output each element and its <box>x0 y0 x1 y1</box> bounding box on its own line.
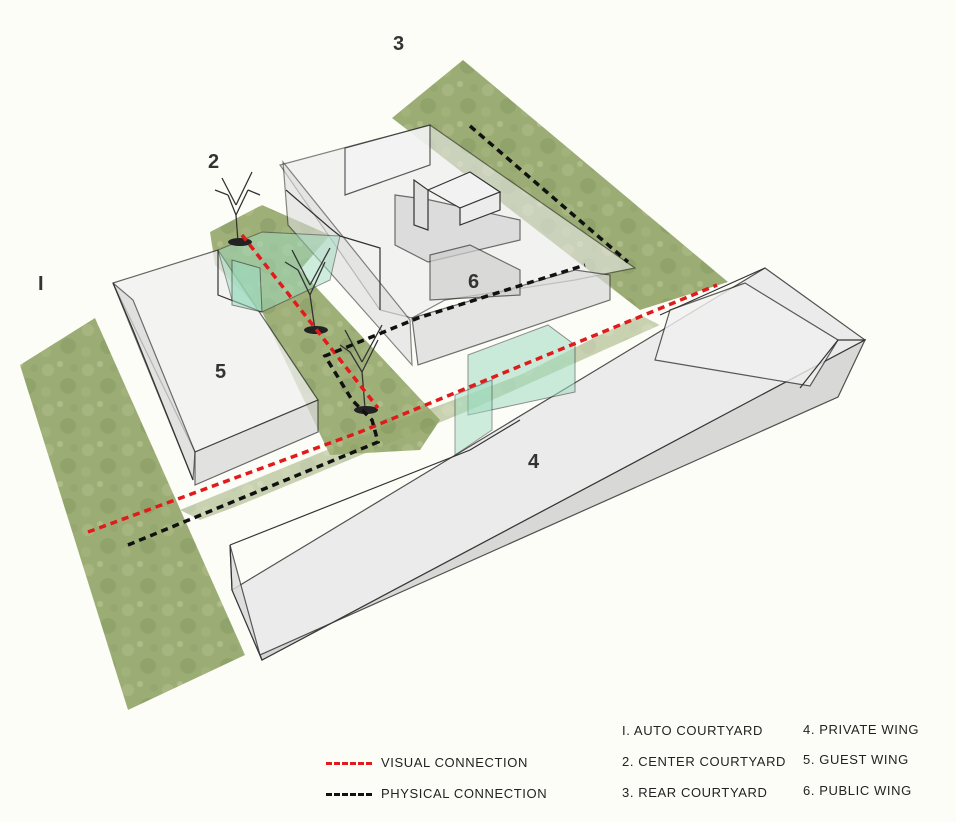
visual-connection-swatch <box>326 762 372 765</box>
key-item-rear-courtyard: 3. REAR COURTYARD <box>622 785 768 800</box>
key-item-guest-wing: 5. GUEST WING <box>803 752 909 767</box>
visual-connection-lines <box>87 233 718 534</box>
public-wing-volume <box>279 124 637 367</box>
physical-connection-label: PHYSICAL CONNECTION <box>381 786 548 801</box>
key-item-public-wing: 6. PUBLIC WING <box>803 783 912 798</box>
tree-1 <box>214 171 261 243</box>
public-wing-label: 6 <box>468 271 479 293</box>
tree-3 <box>339 324 383 409</box>
rear-courtyard-label: 3 <box>393 33 404 55</box>
rear-courtyard-grass <box>392 60 728 310</box>
visual-connection-label: VISUAL CONNECTION <box>381 755 528 770</box>
tree-illustrations <box>214 171 383 414</box>
physical-connection-swatch <box>326 793 372 796</box>
center-courtyard-label: 2 <box>208 151 219 173</box>
auto-courtyard-grass <box>20 318 245 710</box>
private-wing-label: 4 <box>528 451 540 473</box>
auto-courtyard-label: I <box>38 273 44 295</box>
glass-volumes <box>217 231 576 456</box>
tree-2 <box>284 247 331 331</box>
guest-wing-volume <box>112 249 319 486</box>
key-item-center-courtyard: 2. CENTER COURTYARD <box>622 754 787 769</box>
guest-wing-label: 5 <box>215 361 226 383</box>
physical-connection-lines <box>127 124 630 547</box>
private-wing-volume <box>229 267 867 661</box>
key-item-private-wing: 4. PRIVATE WING <box>803 722 920 737</box>
key-item-auto-courtyard: I. AUTO COURTYARD <box>622 723 763 738</box>
